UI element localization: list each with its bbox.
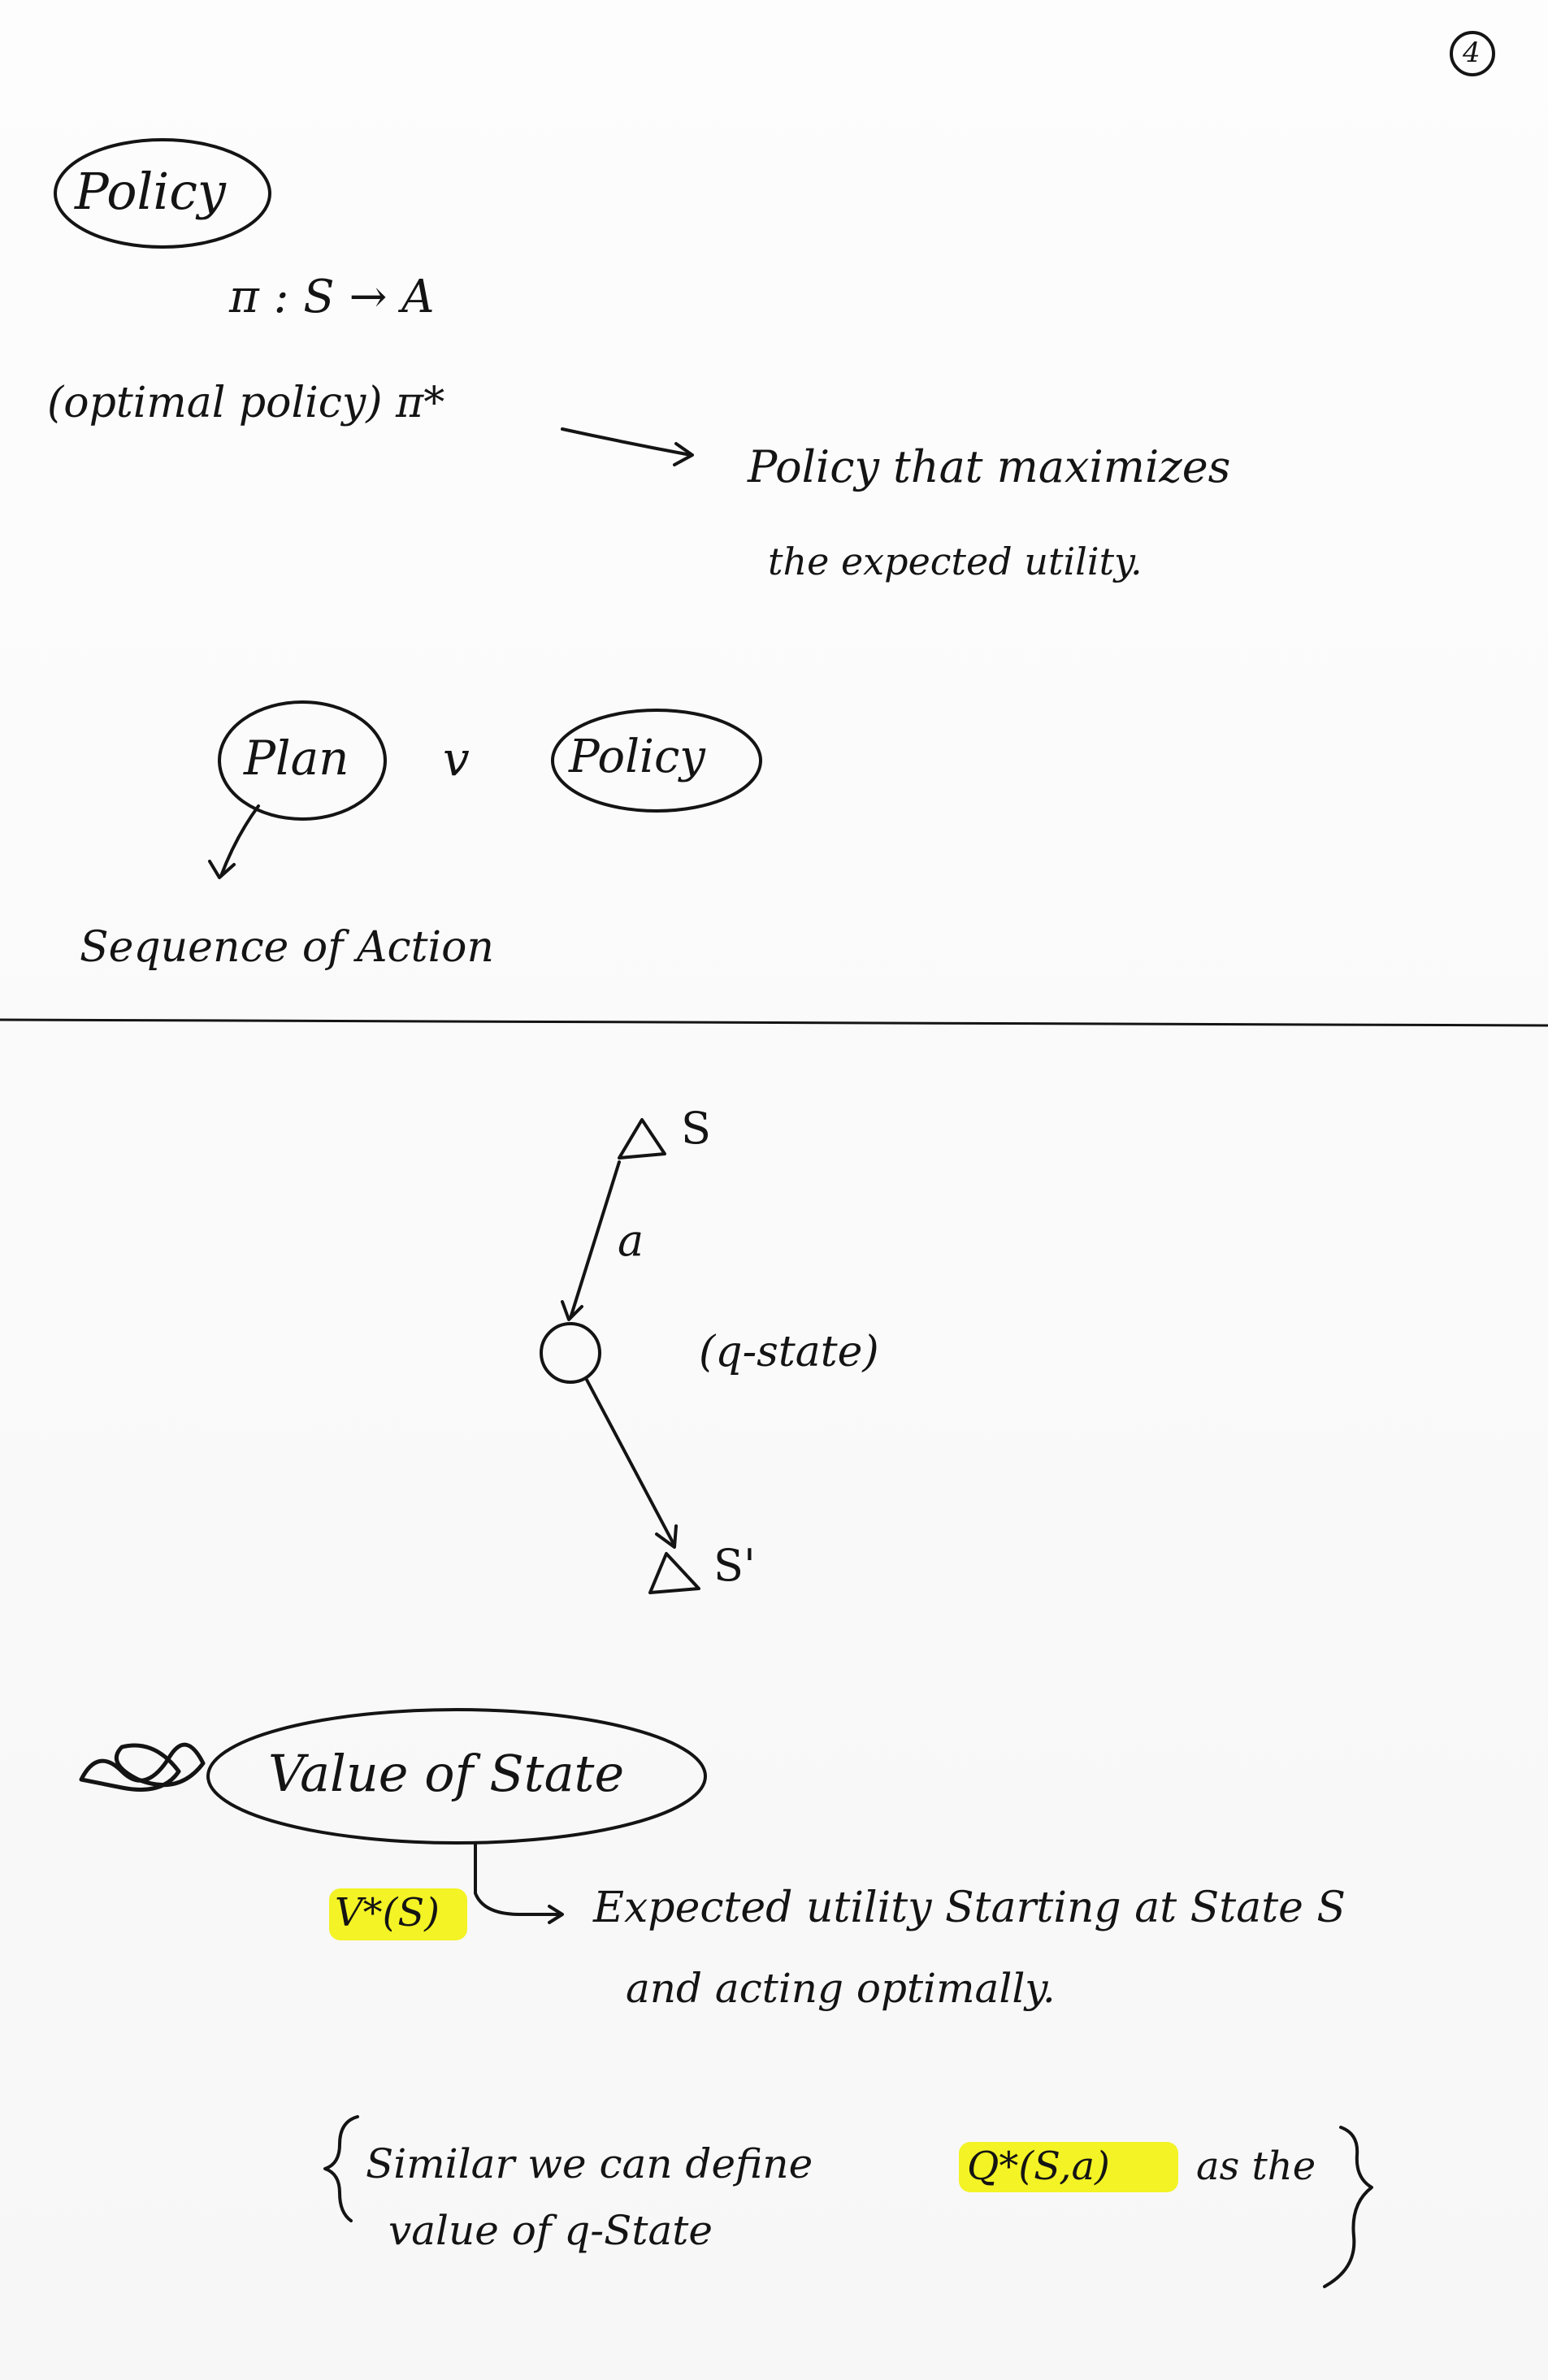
similar-suffix: as the (1196, 2144, 1316, 2189)
optimal-policy-label: (optimal policy) π* (47, 379, 445, 427)
policy-ellipse-2 (551, 709, 762, 813)
similar-prefix: Similar we can define (366, 2140, 813, 2187)
plan-label: Plan (244, 730, 349, 786)
value-heading-ellipse (206, 1708, 707, 1845)
state-s-prime-label: S' (713, 1540, 756, 1591)
page-divider (0, 1018, 1548, 1027)
q-state-label: (q-state) (699, 1328, 879, 1376)
page-number-circle (1450, 31, 1495, 76)
action-arrowhead (561, 1300, 583, 1321)
similar-line2: value of q-State (388, 2207, 713, 2254)
q-state-circle (540, 1322, 601, 1384)
scribble-mark (79, 1742, 206, 1792)
optimal-policy-desc-line1: Policy that maximizes (748, 441, 1231, 492)
vs-label: v (443, 731, 470, 787)
optimal-policy-desc-line2: the expected utility. (768, 540, 1143, 583)
policy-definition: π : S → A (229, 271, 435, 323)
action-a-label: a (618, 1215, 644, 1266)
value-heading: Value of State (268, 1744, 625, 1803)
v-description-line2: and acting optimally. (626, 1965, 1056, 2012)
policy-heading: Policy (75, 162, 226, 221)
policy-heading-ellipse (54, 138, 271, 249)
state-s-label: S (681, 1103, 711, 1154)
q-star-label: Q*(S,a) (967, 2144, 1110, 2189)
value-hook-arrowhead (548, 1905, 564, 1924)
plan-arrowhead (208, 860, 236, 879)
plan-description: Sequence of Action (80, 923, 494, 972)
value-hook-arrow (474, 1843, 562, 1916)
optimal-policy-arrow (561, 427, 692, 457)
policy-label-2: Policy (569, 730, 705, 783)
right-brace (1323, 2126, 1373, 2288)
v-description-line1: Expected utility Starting at State S (593, 1884, 1346, 1932)
v-star-label: V*(S) (335, 1890, 440, 1936)
plan-arrow (219, 804, 260, 878)
page-number: 4 (1463, 37, 1481, 69)
plan-ellipse (218, 700, 387, 821)
transition-arrowhead (655, 1524, 678, 1549)
state-s-triangle (618, 1118, 666, 1160)
optimal-policy-arrowhead (673, 442, 694, 466)
action-edge (569, 1160, 621, 1320)
transition-edge (585, 1378, 676, 1547)
state-s-prime-triangle (648, 1552, 700, 1594)
left-brace (323, 2115, 359, 2222)
q-star-highlight (959, 2142, 1178, 2192)
v-star-highlight (329, 1888, 467, 1940)
